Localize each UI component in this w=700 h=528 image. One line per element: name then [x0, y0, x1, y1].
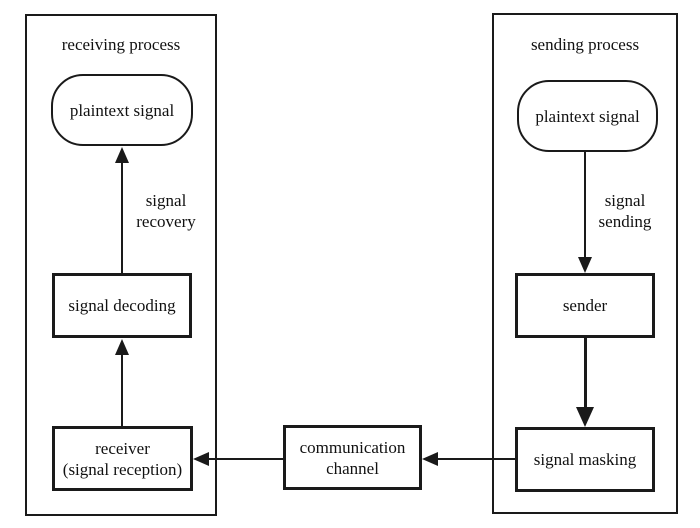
- arrowhead-up-icon: [115, 339, 129, 355]
- arrow-line: [121, 158, 123, 273]
- node-signal-decoding: signal decoding: [52, 273, 192, 338]
- arrowhead-up-icon: [115, 147, 129, 163]
- label-signal-sending: signal sending: [598, 191, 652, 231]
- arrowhead-down-icon: [576, 407, 594, 427]
- arrow-line: [436, 458, 515, 460]
- arrowhead-left-icon: [193, 452, 209, 466]
- node-communication-channel: communication channel: [283, 425, 422, 490]
- node-plaintext-signal-sending: plaintext signal: [517, 80, 658, 152]
- receiving-process-frame: [25, 14, 217, 516]
- node-plaintext-signal-receiving: plaintext signal: [51, 74, 193, 146]
- arrow-line: [584, 152, 586, 262]
- node-signal-masking: signal masking: [515, 427, 655, 492]
- receiving-process-title: receiving process: [61, 35, 181, 54]
- arrowhead-left-icon: [422, 452, 438, 466]
- arrow-line: [207, 458, 283, 460]
- node-receiver: receiver (signal reception): [52, 426, 193, 491]
- sending-process-frame: [492, 13, 678, 514]
- arrow-line: [584, 338, 587, 410]
- sending-process-title: sending process: [530, 35, 640, 54]
- label-signal-recovery: signal recovery: [136, 191, 196, 231]
- arrowhead-down-icon: [578, 257, 592, 273]
- node-sender: sender: [515, 273, 655, 338]
- arrow-line: [121, 350, 123, 427]
